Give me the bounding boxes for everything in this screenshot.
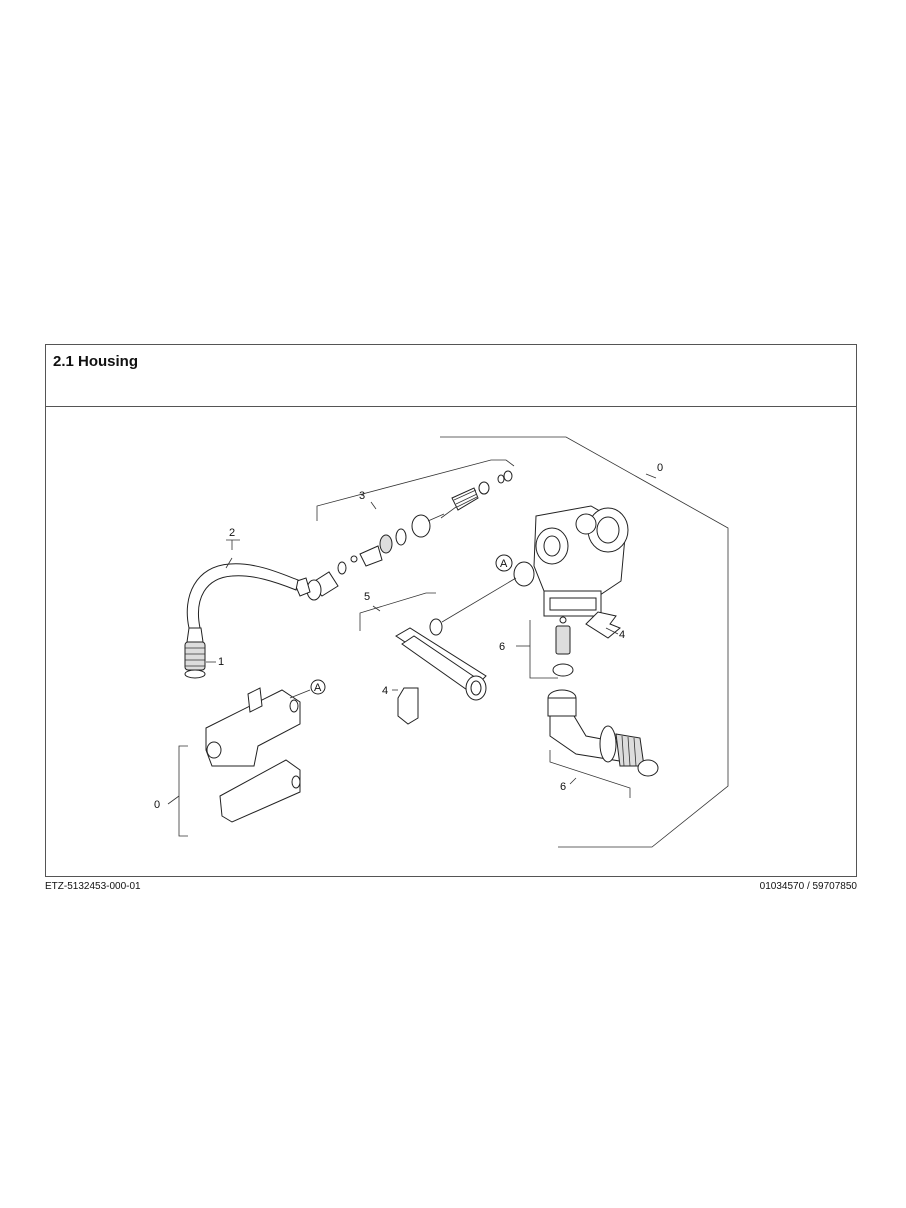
handle-part-5 (395, 627, 487, 701)
filter-part-1 (184, 627, 206, 679)
clip-part-4-right (585, 611, 621, 639)
check-disc (379, 534, 393, 554)
leader-3 (370, 501, 377, 510)
o-ring-left (337, 561, 347, 575)
o-ring-small (503, 470, 513, 482)
nozzle-insert-parts (552, 616, 574, 677)
footer-left-code: ETZ-5132453-000-01 (45, 881, 141, 892)
leader-0-right (645, 473, 657, 479)
outlet-pipe-part-6 (547, 689, 659, 777)
bracket-group-0-left (178, 745, 188, 837)
callout-4-right: 4 (619, 629, 625, 641)
o-ring-handle (429, 618, 443, 636)
bracket-group-6-bottom (549, 750, 631, 798)
section-title: 2.1 Housing (53, 353, 139, 370)
bracket-group-2 (226, 539, 240, 550)
hose (186, 563, 299, 629)
pump-housing (513, 505, 629, 617)
drawing-frame: 2.1 Housing 0 3 (45, 344, 857, 877)
callout-0-left: 0 (154, 799, 160, 811)
spring (451, 487, 479, 511)
callout-0-right: 0 (657, 462, 663, 474)
bracket-group-0-right (440, 436, 729, 848)
valve-parts-row (293, 470, 513, 601)
footer-right-code: 01034570 / 59707850 (759, 881, 857, 892)
callout-6-top: 6 (499, 641, 505, 653)
section-header: 2.1 Housing (46, 345, 856, 407)
o-ring-mid (395, 528, 407, 546)
ref-a-left: A (314, 682, 322, 694)
callout-3: 3 (359, 490, 365, 502)
bracket-group-6-top (529, 620, 558, 679)
callout-6-bottom: 6 (560, 781, 566, 793)
callout-1: 1 (218, 656, 224, 668)
bracket-group-3 (316, 459, 515, 521)
bracket-group-5 (359, 592, 436, 631)
mounting-bracket (205, 687, 301, 823)
callout-5: 5 (364, 591, 370, 603)
ref-marker-a-top (495, 554, 513, 572)
clip-part-4-middle (397, 687, 419, 725)
ref-a-top: A (500, 558, 508, 570)
callout-2: 2 (229, 527, 235, 539)
washer (478, 481, 490, 495)
ref-marker-a-left (310, 679, 326, 695)
exploded-view-drawing: 0 3 2 (154, 436, 729, 848)
callout-4-middle: 4 (382, 685, 388, 697)
piston-disc (411, 514, 431, 538)
spring-small (359, 545, 383, 567)
